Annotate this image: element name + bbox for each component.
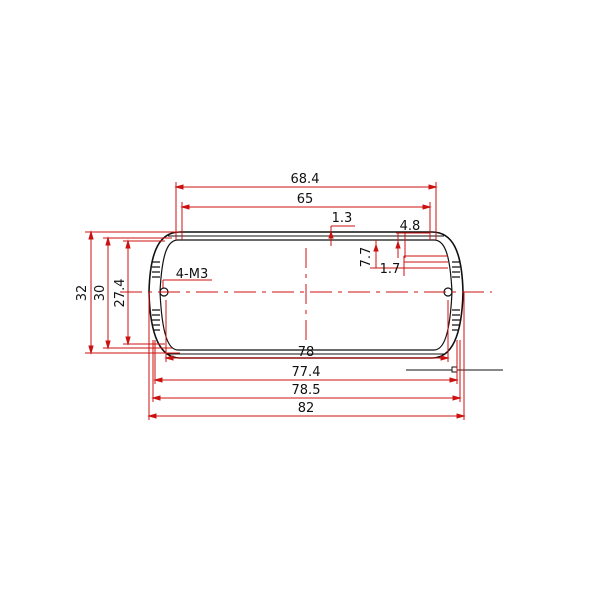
dim-4-8: 4.8 [400, 219, 421, 234]
dim-65: 65 [297, 192, 314, 207]
center-lines [120, 248, 492, 342]
dim-82: 82 [298, 401, 315, 416]
dim-27-4: 27.4 [113, 279, 128, 308]
hole-label: 4-M3 [176, 267, 208, 282]
leader-line [406, 366, 503, 373]
dim-78-5: 78.5 [292, 383, 321, 398]
dim-1-7: 1.7 [380, 262, 401, 277]
left-fins [152, 261, 169, 331]
dim-77-4: 77.4 [292, 365, 321, 380]
dim-7-7: 7.7 [359, 247, 374, 268]
dim-32: 32 [75, 285, 90, 302]
inner-wall [159, 239, 453, 351]
dimension-lines [85, 182, 466, 420]
dim-1-3: 1.3 [332, 211, 353, 226]
dimension-labels: 68.4 65 1.3 4.8 7.7 1.7 32 30 27.4 4-M3 … [75, 172, 420, 416]
dim-68-4: 68.4 [291, 172, 320, 187]
dim-30: 30 [93, 285, 108, 302]
dim-78: 78 [298, 345, 315, 360]
